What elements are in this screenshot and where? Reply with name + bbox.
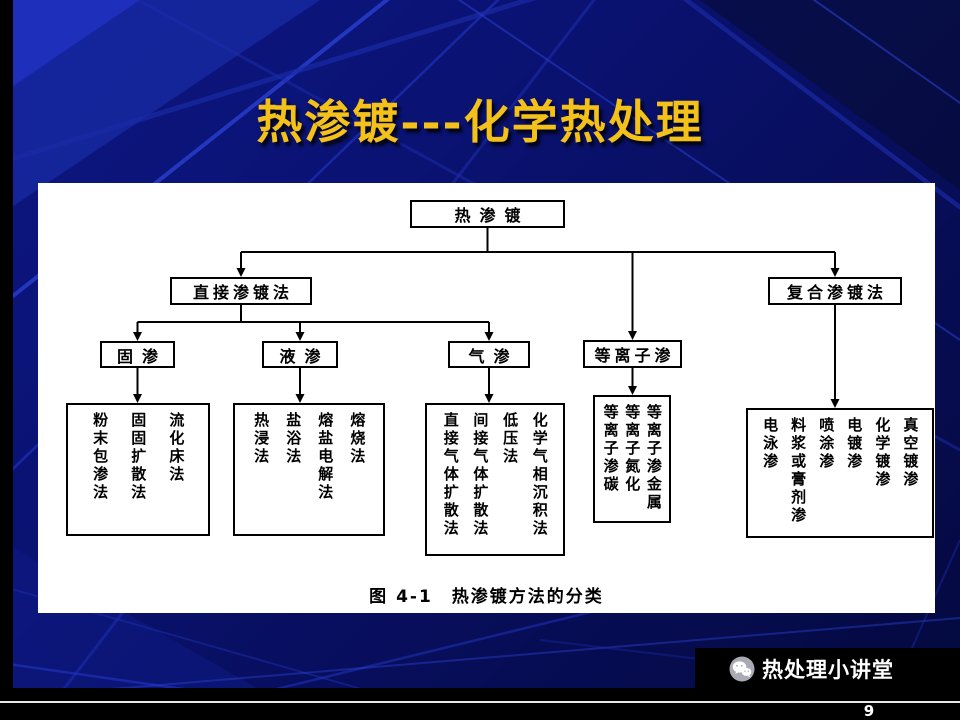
- node-plasma-label: 等离子渗: [594, 346, 675, 365]
- method-column: 喷涂渗: [817, 417, 836, 471]
- node-root-label: 热渗镀: [454, 206, 530, 225]
- method-column: 盐浴法: [284, 412, 303, 466]
- method-column: 间接气体扩散法: [471, 412, 490, 538]
- method-column: 粉末包渗法: [91, 412, 110, 502]
- method-column: 化学气相沉积法: [530, 412, 549, 538]
- method-column: 固固扩散法: [129, 412, 148, 502]
- footer-divider-line: [0, 701, 960, 703]
- figure-caption: 图 4-1 热渗镀方法的分类: [369, 587, 604, 607]
- footer-brand-label: 热处理小讲堂: [762, 658, 894, 682]
- method-column: 电镀渗: [845, 417, 864, 471]
- node-root: 热渗镀: [410, 200, 565, 228]
- method-column: 化学镀渗: [873, 417, 892, 489]
- method-column: 流化床法: [167, 412, 186, 484]
- method-column: 等离子渗碳: [601, 404, 620, 494]
- node-direct-method: 直接渗镀法: [170, 277, 312, 305]
- methods-box-liquid: 热浸法 盐浴法 熔盐电解法 熔烧法: [233, 403, 385, 536]
- method-column: 低压法: [501, 412, 520, 466]
- footer-brand: 热处理小讲堂: [729, 654, 894, 684]
- method-column: 真空镀渗: [901, 417, 920, 489]
- node-gas: 气渗: [448, 341, 530, 368]
- left-black-bar: [0, 0, 13, 720]
- method-column: 热浸法: [252, 412, 271, 466]
- method-column: 等离子氮化: [623, 404, 642, 494]
- bottom-black-band: [0, 688, 960, 720]
- node-solid-label: 固渗: [116, 346, 167, 366]
- diagram-panel: 热渗镀 直接渗镀法 复合渗镀法 固渗 液渗 气渗 等离子渗 粉末包渗法 固固扩散…: [38, 183, 935, 613]
- method-column: 等离子渗金属: [644, 404, 663, 512]
- methods-box-plasma: 等离子渗碳 等离子氮化 等离子渗金属: [593, 395, 671, 523]
- method-column: 熔盐电解法: [316, 412, 335, 502]
- node-direct-label: 直接渗镀法: [192, 283, 293, 302]
- node-liquid-label: 液渗: [279, 346, 330, 366]
- method-column: 直接气体扩散法: [441, 412, 460, 538]
- node-plasma: 等离子渗: [583, 340, 682, 368]
- slide-title: 热渗镀---化学热处理: [256, 95, 704, 149]
- flowchart-connectors: [133, 228, 840, 408]
- node-liquid: 液渗: [262, 341, 338, 368]
- node-composite-label: 复合渗镀法: [786, 283, 887, 302]
- node-composite-method: 复合渗镀法: [768, 277, 902, 305]
- methods-box-solid: 粉末包渗法 固固扩散法 流化床法: [66, 403, 210, 536]
- wechat-icon: [729, 656, 755, 682]
- method-column: 电泳渗: [761, 417, 780, 471]
- methods-box-composite: 电泳渗 料浆或膏剂渗 喷涂渗 电镀渗 化学镀渗 真空镀渗: [746, 408, 934, 538]
- methods-box-gas: 直接气体扩散法 间接气体扩散法 低压法 化学气相沉积法: [425, 403, 565, 556]
- node-gas-label: 气渗: [468, 346, 519, 366]
- method-column: 熔烧法: [348, 412, 367, 466]
- node-solid: 固渗: [100, 341, 175, 368]
- page-number: 9: [863, 702, 875, 720]
- method-column: 料浆或膏剂渗: [789, 417, 808, 525]
